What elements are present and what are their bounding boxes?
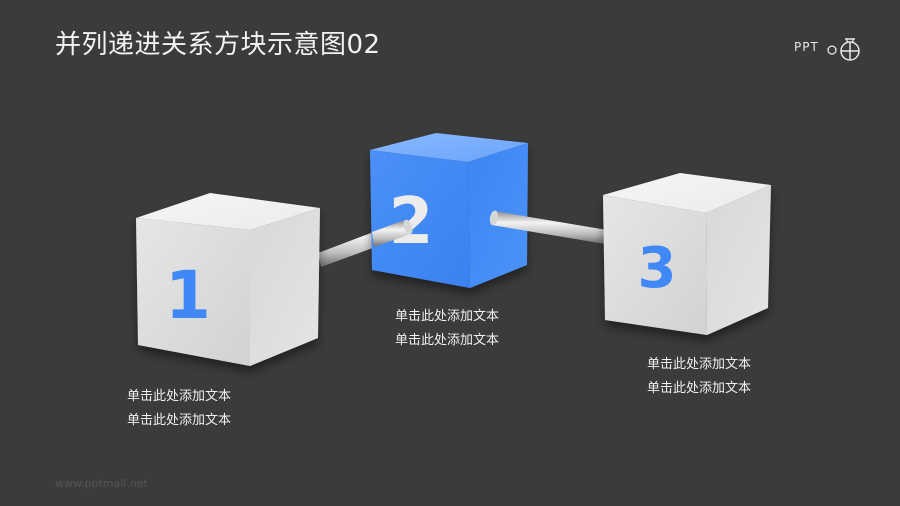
cube-3[interactable]: 3 bbox=[603, 173, 771, 335]
cube-2-caption[interactable]: 单击此处添加文本 单击此处添加文本 bbox=[395, 305, 499, 353]
caption-line: 单击此处添加文本 bbox=[127, 413, 232, 428]
brand-logo: PPT bbox=[794, 36, 874, 66]
cube-3-top bbox=[603, 173, 771, 213]
cube-1-number: 1 bbox=[165, 257, 211, 334]
cube-2-top bbox=[370, 133, 528, 162]
connector-rod-2-3 bbox=[489, 210, 607, 244]
cube-2[interactable]: 2 bbox=[370, 133, 528, 288]
caption-line: 单击此处添加文本 bbox=[647, 381, 752, 396]
cube-3-caption[interactable]: 单击此处添加文本 单击此处添加文本 bbox=[647, 353, 751, 401]
cube-1-side bbox=[250, 208, 320, 366]
page-title: 并列递进关系方块示意图02 bbox=[55, 30, 381, 60]
cube-2-front bbox=[370, 150, 470, 288]
cube-1-front bbox=[136, 218, 250, 366]
caption-line: 单击此处添加文本 bbox=[395, 333, 500, 348]
cube-1[interactable]: 1 bbox=[136, 193, 320, 366]
cube-1-caption[interactable]: 单击此处添加文本 单击此处添加文本 bbox=[127, 385, 231, 433]
cube-1-top bbox=[136, 193, 320, 230]
cube-3-front bbox=[603, 195, 707, 335]
cube-3-side bbox=[706, 185, 771, 335]
cube-3-number: 3 bbox=[638, 236, 677, 301]
caption-line: 单击此处添加文本 bbox=[647, 357, 752, 372]
watermark: www.pptmall.net bbox=[55, 477, 148, 490]
stopwatch-icon bbox=[827, 38, 860, 61]
logo-text: PPT bbox=[794, 40, 819, 54]
caption-line: 单击此处添加文本 bbox=[395, 309, 500, 324]
cube-2-number: 2 bbox=[389, 185, 434, 259]
caption-line: 单击此处添加文本 bbox=[127, 389, 232, 404]
connector-rod-1-2-tip bbox=[372, 219, 413, 247]
